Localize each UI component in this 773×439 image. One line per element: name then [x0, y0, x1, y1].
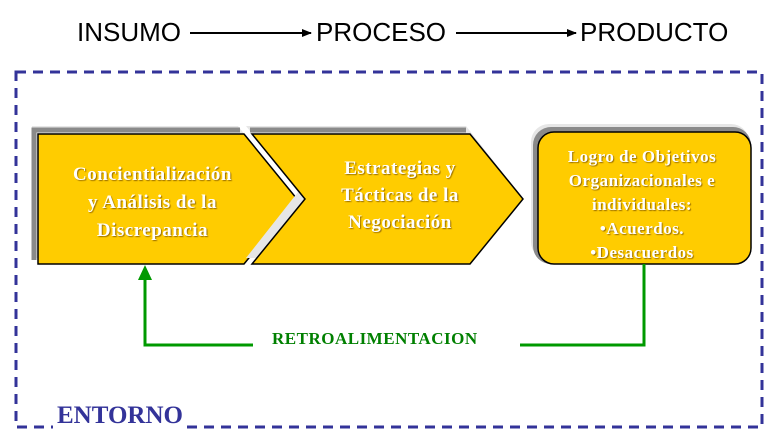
- step2-line-2: Tácticas de la: [341, 185, 459, 206]
- output-label: PRODUCTO: [580, 17, 729, 47]
- feedback-arrowhead: [138, 265, 152, 280]
- step3-line-4: •Acuerdos.: [599, 219, 685, 238]
- input-label: INSUMO: [77, 17, 181, 47]
- step3-line-3: individuales:: [591, 195, 693, 214]
- feedback-label: RETROALIMENTACION: [272, 329, 478, 348]
- step3-line-2: Organizacionales e: [568, 171, 716, 190]
- step1-line-3: Discrepancia: [96, 220, 209, 241]
- step2-line-3: Negociación: [348, 212, 452, 233]
- step1-line-1: Concientialización: [73, 164, 232, 185]
- step1-text: Concientialización y Análisis de la Disc…: [40, 161, 265, 245]
- feedback-line-left: [143, 278, 253, 347]
- environment-label: ENTORNO: [53, 402, 187, 430]
- step2-text: Estrategias y Tácticas de la Negociación: [300, 155, 500, 236]
- step1-line-2: y Análisis de la: [88, 192, 217, 213]
- step2-line-1: Estrategias y: [344, 158, 456, 179]
- environment-border: [14, 70, 764, 429]
- process-label: PROCESO: [316, 17, 447, 47]
- step2-box: [250, 133, 524, 265]
- step3-text: Logro de Objetivos Organizacionales e in…: [540, 145, 744, 265]
- feedback-line-right: [520, 264, 646, 347]
- step3-line-5: •Desacuerdos: [590, 243, 694, 262]
- step3-line-1: Logro de Objetivos: [567, 147, 717, 166]
- step1-edge: [31, 127, 240, 260]
